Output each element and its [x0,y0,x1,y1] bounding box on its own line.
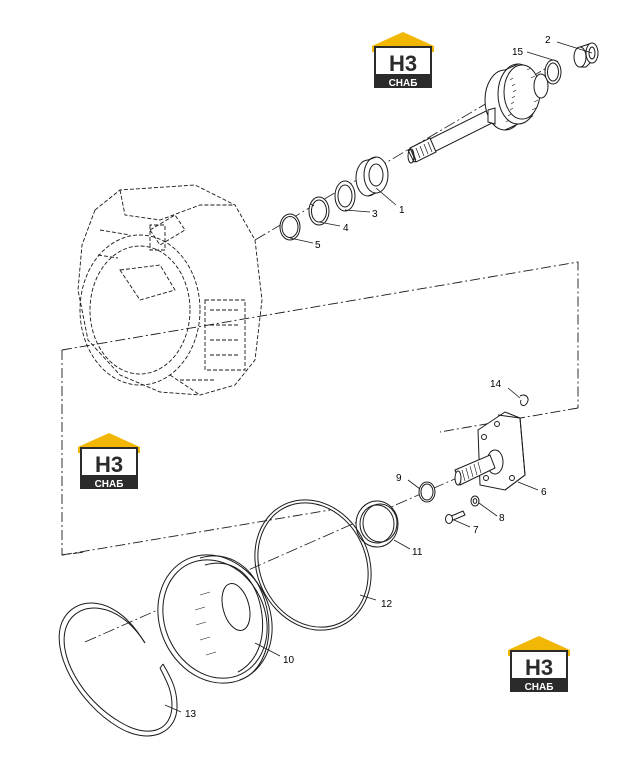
o-ring-part-9 [418,481,436,503]
transmission-housing [77,184,263,396]
drum-part-10 [157,554,273,684]
callout-13: 13 [185,709,197,720]
logo-wordmark: СНАБ [525,682,554,693]
leader-lines [164,41,593,713]
logo-top: H3 СНАБ [372,32,434,90]
callout-5: 5 [315,240,321,251]
callout-7: 7 [473,525,479,536]
washer-part-8 [470,495,480,507]
callout-12: 12 [381,599,393,610]
snap-ring-part-13 [58,602,178,737]
snap-ring-part-15 [544,59,562,85]
callout-2: 2 [545,35,551,46]
logo-left: H3 СНАБ [78,433,140,491]
callout-9: 9 [396,473,402,484]
logo-wordmark: СНАБ [389,78,418,89]
logo-icon: H3 СНАБ [78,433,140,490]
output-flange-part-6 [454,411,526,491]
callout-6: 6 [541,487,547,498]
callout-4: 4 [343,223,349,234]
callout-10: 10 [283,655,295,666]
assembly-boundary [61,261,579,556]
ring-part-12 [254,499,372,631]
callout-1: 1 [399,205,405,216]
callout-3: 3 [372,209,378,220]
logo-monogram: H3 [389,51,417,76]
center-axis [84,59,561,643]
ring-part-5 [279,213,301,241]
bolt-part-7 [445,510,466,524]
callout-8: 8 [499,513,505,524]
snap-ring-part-4 [308,196,330,226]
logo-monogram: H3 [525,655,553,680]
seal-part-11 [355,500,399,548]
bearing-part-1 [355,156,389,197]
output-shaft-gear [407,63,549,164]
logo-icon: H3 СНАБ [508,636,570,693]
logo-monogram: H3 [95,452,123,477]
logo-icon: H3 СНАБ [372,32,434,89]
logo-wordmark: СНАБ [95,479,124,490]
logo-bottom-right: H3 СНАБ [508,636,570,694]
callout-labels: 1 2 3 4 5 6 7 8 9 10 11 12 13 14 15 [185,35,551,720]
ring-part-3 [334,180,356,212]
callout-11: 11 [412,547,423,558]
needle-bearing-part-2 [573,42,599,68]
callout-15: 15 [512,47,524,58]
clip-part-14 [519,394,529,407]
callout-14: 14 [490,379,502,390]
